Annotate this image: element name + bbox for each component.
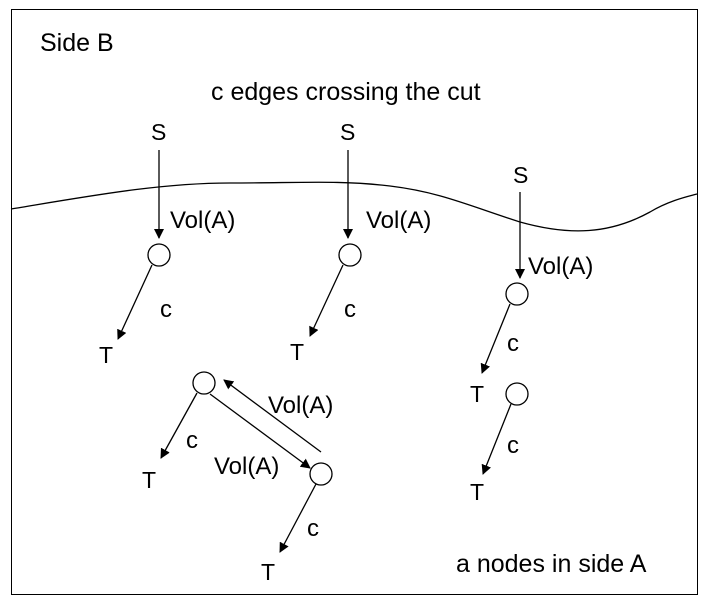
capacity-label: c xyxy=(344,296,356,323)
internal-node-right: c T xyxy=(470,382,529,505)
sink-edge xyxy=(279,483,317,553)
sink-edge xyxy=(309,264,344,337)
vol-a-label: Vol(A) xyxy=(268,392,333,419)
vol-a-label: Vol(A) xyxy=(214,453,279,480)
sink-label: T xyxy=(99,342,113,368)
node xyxy=(192,371,216,395)
source-label: S xyxy=(151,119,166,145)
source-label: S xyxy=(340,119,355,145)
internal-node-pair: Vol(A) Vol(A) c T c T xyxy=(142,371,333,585)
capacity-label: c xyxy=(160,296,172,323)
node xyxy=(505,382,529,406)
sink-edge xyxy=(480,303,511,374)
capacity-label: c xyxy=(186,427,198,454)
node xyxy=(147,243,171,267)
sink-label: T xyxy=(142,467,156,493)
vol-a-label: Vol(A) xyxy=(366,207,431,234)
node xyxy=(338,243,362,267)
source-label: S xyxy=(513,162,528,188)
crossing-edges-label: c edges crossing the cut xyxy=(211,78,481,106)
sink-edge xyxy=(117,264,153,340)
vol-a-label: Vol(A) xyxy=(528,253,593,280)
crossing-group-1: S Vol(A) c T xyxy=(99,119,235,368)
crossing-group-3: S Vol(A) c T xyxy=(470,162,593,407)
sink-label: T xyxy=(290,339,304,365)
sink-edge xyxy=(160,392,198,459)
capacity-label: c xyxy=(507,330,519,357)
sink-label: T xyxy=(261,559,275,585)
node xyxy=(309,462,333,486)
frame xyxy=(11,9,698,595)
sink-label: T xyxy=(470,479,484,505)
capacity-label: c xyxy=(507,432,519,459)
side-a-label: a nodes in side A xyxy=(456,550,647,578)
vol-a-label: Vol(A) xyxy=(170,207,235,234)
capacity-label: c xyxy=(307,515,319,542)
vol-a-edge-back xyxy=(223,379,322,453)
vol-a-edge-forward xyxy=(209,393,311,469)
sink-label: T xyxy=(470,381,484,407)
side-b-label: Side B xyxy=(40,29,114,57)
cut-curve xyxy=(10,181,698,232)
crossing-group-2: S Vol(A) c T xyxy=(290,119,431,365)
sink-edge xyxy=(481,403,512,475)
node xyxy=(505,282,529,306)
